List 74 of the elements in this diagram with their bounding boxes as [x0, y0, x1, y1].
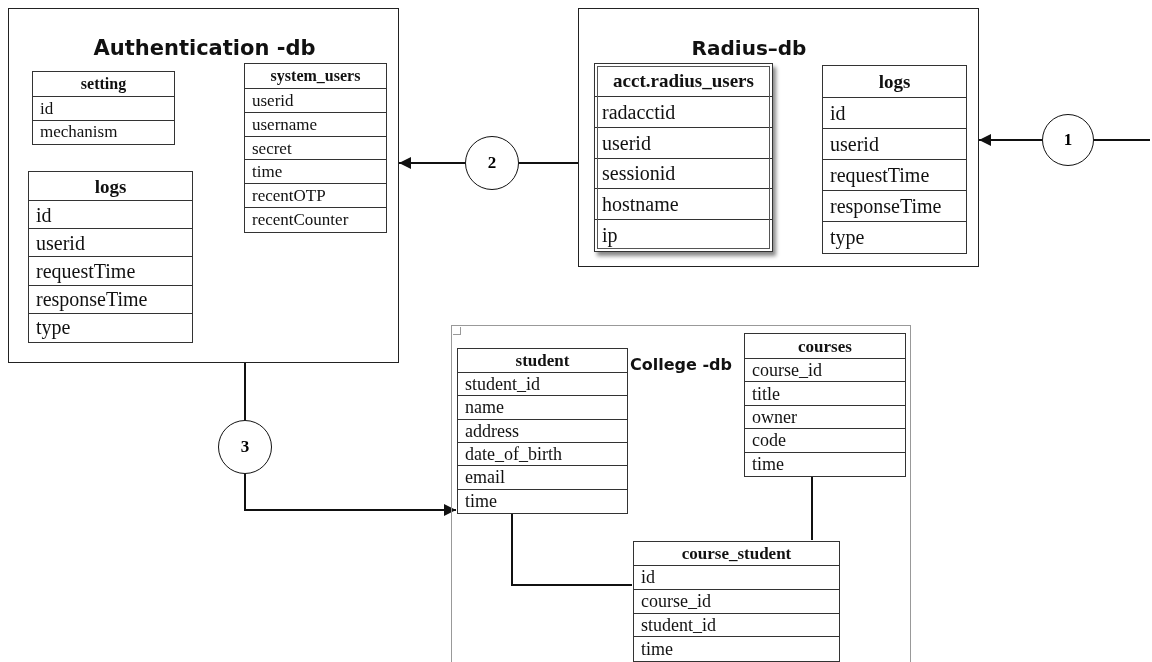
field-name: ip [595, 219, 772, 250]
table-name: system_users [269, 66, 362, 87]
arrow [978, 134, 1043, 146]
db-table [244, 63, 387, 233]
field-name: mechanism [33, 119, 174, 143]
field-name: name [458, 395, 627, 419]
table-name: acct.radius_users [612, 68, 755, 93]
field-name: course_id [634, 588, 839, 613]
db-table [594, 63, 773, 252]
connector-line [518, 162, 579, 164]
field-name: type [823, 221, 966, 252]
database-panel [578, 8, 979, 267]
step-number: 2 [487, 153, 497, 173]
connector-line [244, 362, 246, 421]
field-name: recentOTP [245, 183, 386, 208]
field-name: requestTime [823, 159, 966, 190]
field-name: id [823, 97, 966, 128]
field-name: userid [29, 228, 192, 257]
arrow [244, 473, 457, 516]
field-name: email [458, 465, 627, 489]
database-title: Authentication -db [92, 36, 317, 60]
field-name: title [745, 381, 905, 405]
database-title: Radius–db [690, 36, 808, 60]
field-name: hostname [595, 188, 772, 220]
field-name: address [458, 418, 627, 442]
step-circle [465, 136, 519, 190]
field-name: type [29, 312, 192, 341]
step-circle [1042, 114, 1094, 166]
field-name: responseTime [29, 284, 192, 313]
table-name: setting [79, 74, 128, 95]
arrow [398, 157, 466, 169]
field-name: username [245, 111, 386, 136]
field-name: time [245, 159, 386, 184]
field-name: userid [595, 126, 772, 158]
db-table [744, 333, 906, 477]
field-name: userid [823, 128, 966, 159]
field-name: time [634, 636, 839, 660]
database-title: College -db [630, 355, 732, 374]
field-name: student_id [458, 372, 627, 396]
table-name: logs [877, 70, 912, 94]
field-name: responseTime [823, 190, 966, 221]
field-name: owner [745, 404, 905, 429]
field-name: sessionid [595, 157, 772, 189]
field-name: course_id [745, 358, 905, 382]
field-name: date_of_birth [458, 442, 627, 466]
field-name: code [745, 428, 905, 452]
field-name: requestTime [29, 256, 192, 285]
field-name: recentCounter [245, 207, 386, 231]
db-table [457, 348, 628, 514]
table-name: logs [93, 174, 128, 199]
connector-line [511, 512, 633, 586]
step-circle [218, 420, 272, 474]
field-name: id [634, 565, 839, 589]
field-name: time [745, 451, 905, 475]
step-number: 3 [240, 437, 250, 457]
connector-line [811, 475, 813, 541]
field-name: radacctid [595, 96, 772, 127]
database-panel [8, 8, 399, 363]
db-table [32, 71, 175, 145]
db-table [822, 65, 967, 254]
field-name: time [458, 488, 627, 512]
db-table [28, 171, 193, 343]
field-name: id [33, 96, 174, 120]
table-name: course_student [680, 543, 793, 565]
connector-line [1093, 139, 1151, 141]
database-panel [451, 325, 911, 662]
step-number: 1 [1063, 130, 1073, 150]
table-name: student [514, 350, 571, 372]
field-name: userid [245, 88, 386, 112]
db-table [633, 541, 840, 662]
field-name: secret [245, 135, 386, 160]
field-name: id [29, 200, 192, 229]
field-name: student_id [634, 612, 839, 637]
table-name: courses [797, 335, 853, 358]
